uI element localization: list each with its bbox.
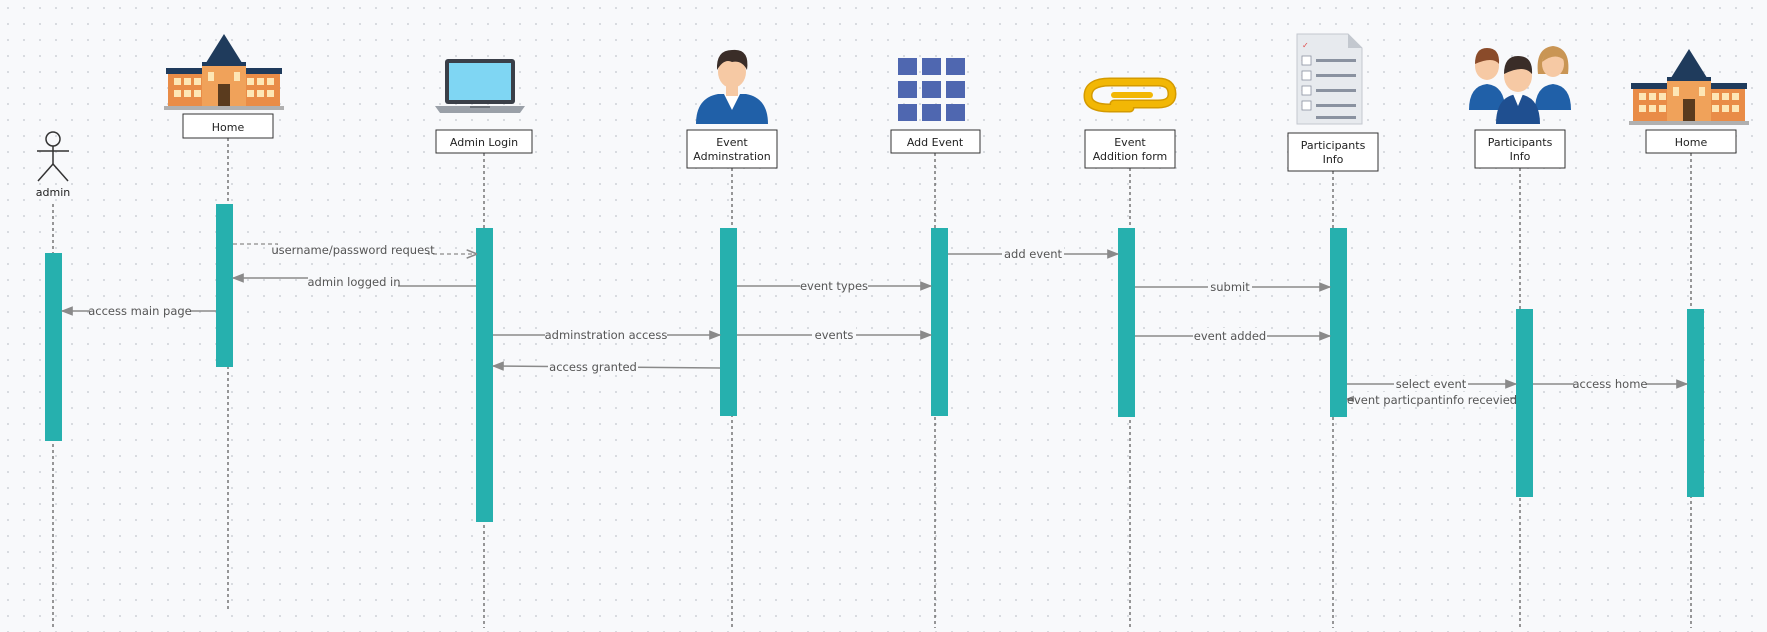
participant-label-line: Participants xyxy=(1488,136,1553,149)
activation-participants-info-2 xyxy=(1516,309,1533,497)
activation-home-2 xyxy=(1687,309,1704,497)
message-label: access home xyxy=(1572,377,1647,391)
paperclip-icon xyxy=(1083,77,1177,113)
participant-label-line: Event xyxy=(1114,136,1146,149)
message-arrow[interactable]: adminstration access xyxy=(493,327,722,342)
message-label: select event xyxy=(1396,377,1467,391)
message-label: events xyxy=(815,328,854,342)
participant-label-line: Event xyxy=(716,136,748,149)
message-arrow[interactable]: access granted xyxy=(491,359,721,374)
activations xyxy=(45,204,1704,522)
participant-box-home[interactable]: Home xyxy=(182,113,274,139)
checklist-icon: ✓ xyxy=(1296,33,1363,125)
message-label: access granted xyxy=(549,360,637,374)
participant-label: Home xyxy=(212,121,245,134)
participant-label: Home xyxy=(1675,136,1708,149)
message-label: admin logged in xyxy=(307,275,400,289)
participant-label: Add Event xyxy=(907,136,964,149)
participant-box-home-2[interactable]: Home xyxy=(1645,129,1737,154)
activation-admin xyxy=(45,253,62,441)
message-label: event types xyxy=(800,279,868,293)
participant-label-line: Info xyxy=(1510,150,1531,163)
message-arrow[interactable]: event particpantinfo recevied xyxy=(1345,392,1517,407)
participant-label: Admin Login xyxy=(450,136,518,149)
activation-event-admin xyxy=(720,228,737,416)
participant-label-line: Info xyxy=(1323,153,1344,166)
message-arrow[interactable]: select event xyxy=(1347,376,1518,391)
activation-event-form xyxy=(1118,228,1135,417)
message-label: username/password request xyxy=(271,243,435,257)
activation-add-event xyxy=(931,228,948,416)
group-icon xyxy=(1469,46,1571,124)
message-label: event added xyxy=(1194,329,1266,343)
message-arrow[interactable]: username/password request xyxy=(233,243,476,258)
message-label: submit xyxy=(1210,280,1250,294)
message-arrow[interactable]: event types xyxy=(737,278,933,293)
message-arrow[interactable]: add event xyxy=(948,246,1120,261)
school-icon xyxy=(164,34,284,110)
activation-participants-info-1 xyxy=(1330,228,1347,417)
message-arrow[interactable]: events xyxy=(737,327,933,342)
message-label: access main page xyxy=(88,304,192,318)
message-arrow[interactable]: admin logged in xyxy=(231,273,476,290)
participant-box-admin-login[interactable]: Admin Login xyxy=(435,129,533,154)
message-arrow[interactable]: event added xyxy=(1135,328,1332,343)
actor-label: admin xyxy=(36,186,70,199)
grid-icon xyxy=(898,58,965,121)
participant-label-line: Addition form xyxy=(1093,150,1168,163)
message-arrow[interactable]: access main page xyxy=(60,303,216,318)
svg-text:✓: ✓ xyxy=(1302,41,1309,50)
participant-label-line: Adminstration xyxy=(693,150,770,163)
message-arrow[interactable]: submit xyxy=(1135,279,1332,294)
participant-box-add-event[interactable]: Add Event xyxy=(890,129,981,154)
message-arrow[interactable]: access home xyxy=(1533,376,1689,391)
activation-home xyxy=(216,204,233,367)
message-label: add event xyxy=(1004,247,1063,261)
laptop-icon xyxy=(435,59,525,113)
message-label: adminstration access xyxy=(545,328,668,342)
participant-label-line: Participants xyxy=(1301,139,1366,152)
activation-admin-login xyxy=(476,228,493,522)
actor-icon xyxy=(37,131,69,182)
person-icon xyxy=(696,49,768,124)
message-label: event particpantinfo recevied xyxy=(1347,393,1517,407)
messages: username/password request admin logged i… xyxy=(60,243,1689,407)
school-icon xyxy=(1629,49,1749,125)
